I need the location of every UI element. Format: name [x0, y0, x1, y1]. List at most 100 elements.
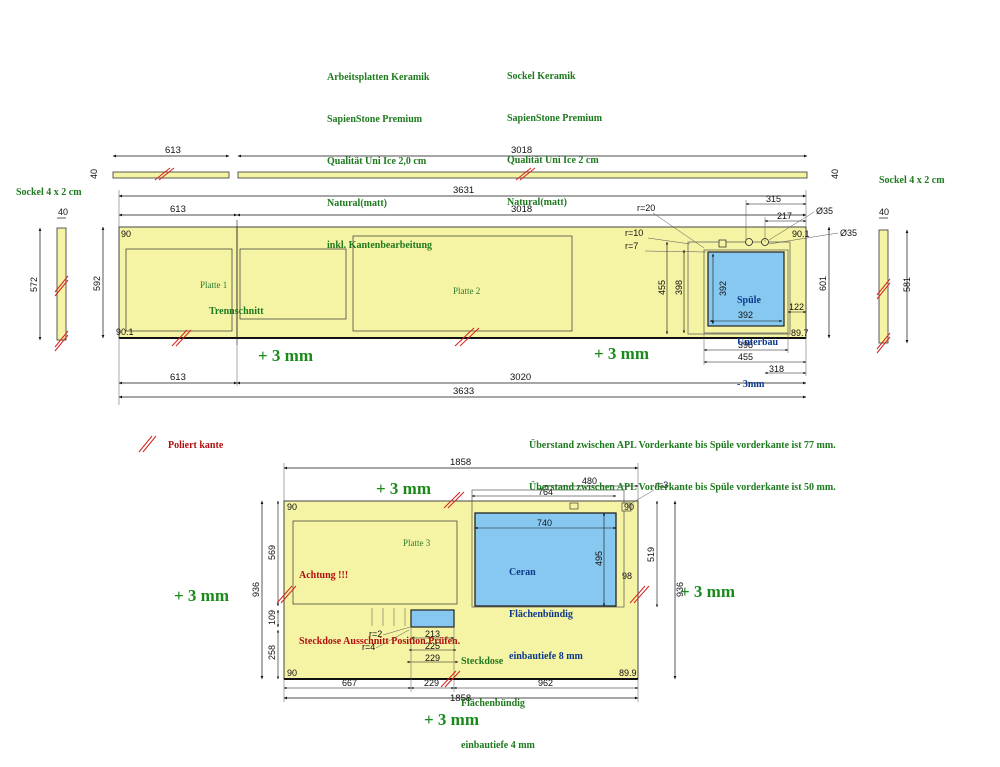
sockel-right-width: 40 — [879, 207, 889, 217]
sink-label-line-2: Unterbau — [737, 337, 779, 348]
lower-plus-top: + 3 mm — [376, 479, 432, 498]
upper-angle-bl: 90.1 — [116, 327, 134, 337]
sink-h398: 398 — [674, 280, 684, 295]
plate-2-label: Platte 2 — [453, 286, 481, 296]
overhang-notes: Überstand zwischen APL Vorderkante bis S… — [529, 411, 836, 509]
lower-r3: r=3 — [655, 480, 668, 490]
ceran-line-3: einbautiefe 8 mm — [509, 651, 583, 662]
lower-depth-left: 936 — [251, 582, 261, 597]
lower-h519: 519 — [646, 547, 656, 562]
plate-1-outline — [118, 226, 238, 339]
lower-w98: 98 — [622, 571, 632, 581]
upper-plus-left: + 3 mm — [258, 346, 314, 365]
warning-line-1: Achtung !!! — [299, 570, 349, 581]
sink-label-line-3: - 3mm — [737, 379, 765, 390]
lower-width-top: 1858 — [450, 457, 471, 468]
upper-seg-left-top: 613 — [170, 204, 186, 215]
upper-total-bottom: 3633 — [453, 386, 474, 397]
plate-1-label: Platte 1 — [200, 280, 228, 290]
sink-d35b: Ø35 — [840, 228, 857, 238]
warning-line-2: Steckdose Ausschnitt Position Prüfen. — [299, 636, 461, 647]
lower-w764: 764 — [538, 487, 553, 497]
sink-w392: 392 — [738, 310, 753, 320]
lower-w740: 740 — [537, 518, 552, 528]
lower-angle-tr: 90 — [624, 502, 634, 512]
lower-w213: 213 — [425, 629, 440, 639]
strip-left — [112, 171, 230, 179]
sink-r10: r=10 — [625, 228, 643, 238]
ceran-line-2: Flächenbündig — [509, 609, 573, 620]
sockel-right-drawing: 40 581 — [876, 207, 912, 354]
plinth-line-1: Sockel Keramik — [507, 71, 576, 82]
lower-w225: 225 — [425, 641, 440, 651]
lower-h495: 495 — [594, 551, 604, 566]
lower-plus-left: + 3 mm — [174, 586, 230, 605]
plinth-line-3: Qualität Uni Ice 2 cm — [507, 155, 599, 166]
ceran-line-1: Ceran — [509, 567, 536, 578]
sink-w122: 122 — [789, 302, 804, 312]
upper-seg-left-bottom: 613 — [170, 372, 186, 383]
plinth-line-2: SapienStone Premium — [507, 113, 603, 124]
strip-dim-left: 613 — [165, 145, 181, 156]
lower-w667: 667 — [342, 678, 357, 688]
upper-angle-br: 89.7 — [791, 328, 809, 338]
worktop-line-2: SapienStone Premium — [327, 114, 423, 125]
socket-label: Steckdose Flächenbündig einbautiefe 4 mm — [461, 627, 535, 767]
strip-height-left: 40 — [89, 169, 99, 179]
socket-line-2: Flächenbündig — [461, 698, 525, 709]
tap-hole-1 — [745, 238, 753, 246]
socket-line-3: einbautiefe 4 mm — [461, 740, 535, 751]
upper-angle-tl: 90 — [121, 229, 131, 239]
sink-r20: r=20 — [637, 203, 655, 213]
worktop-line-1: Arbeitsplatten Keramik — [327, 72, 430, 83]
sockel-right-label: Sockel 4 x 2 cm — [879, 175, 945, 186]
lower-h258: 258 — [267, 645, 277, 660]
sockel-left-width: 40 — [58, 207, 68, 217]
worktop-line-5: inkl. Kantenbearbeitung — [327, 240, 433, 251]
lower-angle-tl: 90 — [287, 502, 297, 512]
strip-dim-right: 3018 — [511, 145, 532, 156]
sink-w455: 455 — [738, 352, 753, 362]
upper-total-top: 3631 — [453, 185, 474, 196]
sink-h455: 455 — [657, 280, 667, 295]
ceran-label: Ceran Flächenbündig einbautiefe 8 mm — [509, 538, 583, 678]
sink-label: Spüle Unterbau - 3mm — [737, 266, 778, 406]
plinth-line-4: Natural(matt) — [507, 197, 567, 208]
lower-w229: 229 — [424, 678, 439, 688]
plinth-spec: Sockel Keramik SapienStone Premium Quali… — [507, 42, 602, 224]
sockel-right-length: 581 — [902, 277, 912, 292]
lower-angle-br: 89.9 — [619, 668, 637, 678]
lower-plus-right: + 3 mm — [680, 582, 736, 601]
lower-w480: 480 — [582, 476, 597, 486]
upper-plan: 3631 613 3018 592 601 90 90.1 90.1 89.7 … — [92, 185, 857, 405]
poliert-legend-label: Poliert kante — [168, 440, 224, 451]
socket-cutout — [410, 609, 455, 628]
lower-plus-bottom: + 3 mm — [424, 710, 480, 729]
sink-d35a: Ø35 — [816, 206, 833, 216]
lower-plan: 1858 480 764 740 r=3 495 98 936 569 109 … — [251, 457, 685, 704]
lower-width-bottom: 1858 — [450, 693, 471, 704]
overhang-note-1: Überstand zwischen APL Vorderkante bis S… — [529, 440, 836, 451]
lower-r4: r=4 — [362, 642, 375, 652]
strip-height-right: 40 — [830, 169, 840, 179]
worktop-spec: Arbeitsplatten Keramik SapienStone Premi… — [327, 43, 432, 267]
sink-w398: 398 — [738, 340, 753, 350]
sockel-left-drawing: 40 572 — [29, 207, 69, 352]
lower-h569: 569 — [267, 545, 277, 560]
upper-depth-left: 592 — [92, 276, 102, 291]
poliert-legend-mark — [138, 435, 153, 453]
upper-seg-right-top: 3018 — [511, 204, 532, 215]
lower-h109: 109 — [267, 610, 277, 625]
sink-w315: 315 — [766, 194, 781, 204]
lower-w962: 962 — [538, 678, 553, 688]
top-strips: 613 3018 40 40 — [89, 145, 840, 181]
upper-angle-tr: 90.1 — [792, 229, 810, 239]
upper-depth-right: 601 — [818, 276, 828, 291]
sockel-left-label: Sockel 4 x 2 cm — [16, 187, 82, 198]
sockel-left-length: 572 — [29, 277, 39, 292]
cut-label: Trennschnitt — [209, 306, 264, 317]
plate-3-label: Platte 3 — [403, 538, 431, 548]
sink-r7: r=7 — [625, 241, 638, 251]
overhang-note-2: Überstand zwischen APL Vorderkante bis S… — [529, 482, 836, 493]
